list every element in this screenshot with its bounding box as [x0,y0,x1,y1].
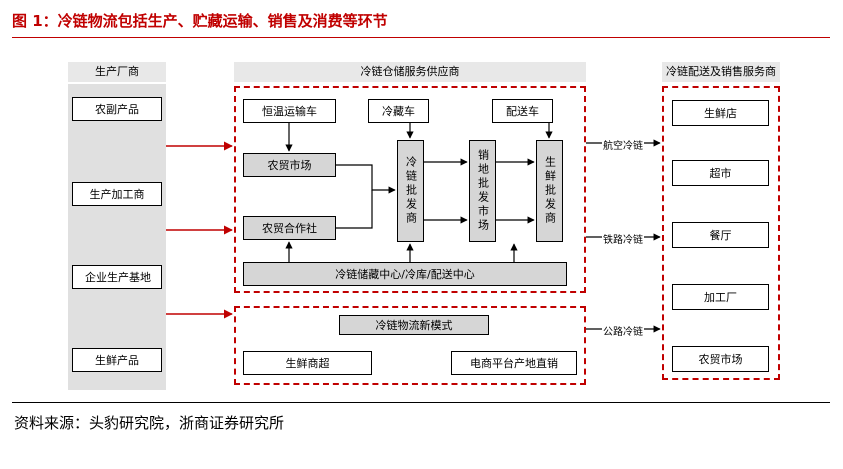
delivery-item: 生鲜店 [672,100,769,126]
delivery-item: 农贸市场 [672,346,769,372]
transport-refrigerated: 冷藏车 [368,99,429,123]
new-model-frame [234,306,586,385]
new-model-ecommerce: 电商平台产地直销 [451,351,577,375]
wholesaler-market: 销地批发市场 [469,140,496,242]
delivery-item: 超市 [672,160,769,186]
source-rule [12,402,830,403]
wholesaler-cold-chain: 冷链批发商 [397,140,424,242]
delivery-item: 餐厅 [672,222,769,248]
producer-item: 农副产品 [72,97,162,121]
delivery-header: 冷链配送及销售服务商 [662,62,780,82]
source-note: 资料来源：头豹研究院，浙商证券研究所 [14,414,285,432]
arrow-market-to-wholesaler [336,164,396,194]
wholesaler-fresh: 生鲜批发商 [536,140,563,242]
figure-title: 图 1：冷链物流包括生产、贮藏运输、销售及消费等环节 [12,12,388,30]
link-label-air: 航空冷链 [602,137,644,152]
transport-delivery: 配送车 [492,99,553,123]
arrow-coop-to-wholesaler [336,190,373,229]
new-model-label: 冷链物流新模式 [339,315,489,335]
link-label-road: 公路冷链 [602,323,644,338]
producer-item: 生鲜产品 [72,348,162,372]
storage-center: 冷链储藏中心/冷库/配送中心 [243,262,567,286]
market-farmers: 农贸市场 [243,153,336,177]
provider-header: 冷链仓储服务供应商 [234,62,586,82]
title-rule [12,37,830,38]
producer-item: 生产加工商 [72,182,162,206]
producers-column [68,84,166,390]
link-label-rail: 铁路冷链 [602,231,644,246]
producer-item: 企业生产基地 [72,265,162,289]
producers-header: 生产厂商 [68,62,166,82]
new-model-supermarket: 生鲜商超 [243,351,372,375]
market-cooperative: 农贸合作社 [243,216,336,240]
delivery-item: 加工厂 [672,284,769,310]
provider-frame [234,86,586,293]
transport-constant-temp: 恒温运输车 [243,99,336,123]
delivery-frame [662,86,780,380]
